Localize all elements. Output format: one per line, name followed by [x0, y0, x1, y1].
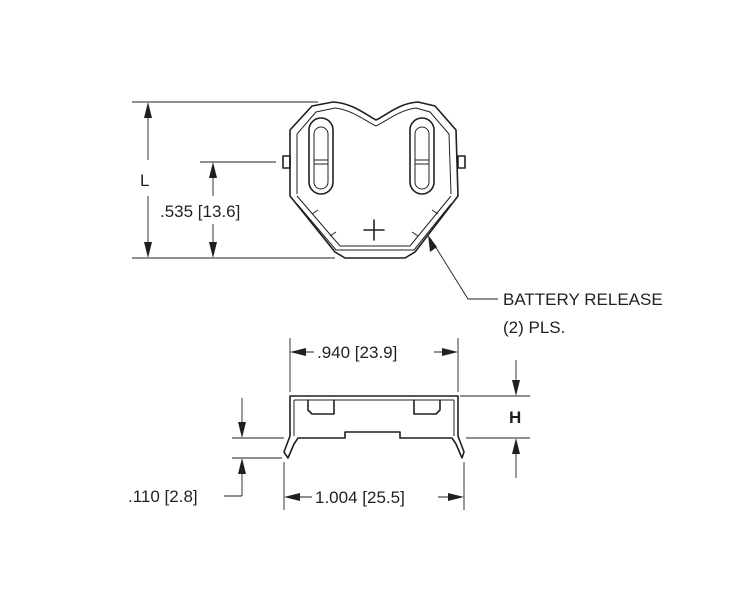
dimension-940 [289, 338, 459, 392]
battery-release-qty-label: (2) PLS. [503, 318, 565, 337]
release-notch-left-2 [329, 231, 337, 237]
battery-release-label: BATTERY RELEASE [503, 290, 663, 309]
left-side-tab [282, 155, 291, 169]
dimension-535 [200, 161, 276, 258]
dimension-L-label: L [140, 171, 149, 190]
dimension-110 [224, 398, 284, 497]
dimension-L [132, 101, 335, 259]
holder-outline [289, 101, 459, 259]
release-notch-right-2 [431, 209, 439, 215]
side-right-contact [413, 399, 441, 415]
release-notch-left-1 [311, 209, 319, 215]
side-left-contact [307, 399, 335, 415]
right-side-tab [457, 155, 466, 169]
battery-release-band-inner [296, 203, 452, 251]
plus-sign [363, 219, 385, 241]
dimension-H-label: H [509, 408, 521, 427]
battery-release-leader [428, 235, 498, 300]
dimension-1004 [283, 462, 465, 510]
battery-release-band [296, 195, 452, 247]
dimension-110-label: .110 [2.8] [128, 487, 198, 506]
dimension-1004-label: 1.004 [25.5] [315, 488, 405, 507]
left-contact-slot [308, 117, 334, 195]
dimension-940-label: .940 [23.9] [317, 343, 397, 362]
holder-inner-rim-left [296, 107, 336, 194]
side-view: .940 [23.9] H .110 [2.8] [128, 338, 530, 510]
top-view: L .535 [13.6] BATTERY RELEASE (2) PLS. [132, 101, 663, 337]
right-contact-slot [409, 117, 435, 195]
dimension-H [460, 360, 530, 478]
holder-inner-rim [334, 107, 452, 195]
side-body-outline [283, 395, 465, 459]
release-notch-right-1 [411, 231, 419, 237]
dimension-535-label: .535 [13.6] [160, 202, 240, 221]
